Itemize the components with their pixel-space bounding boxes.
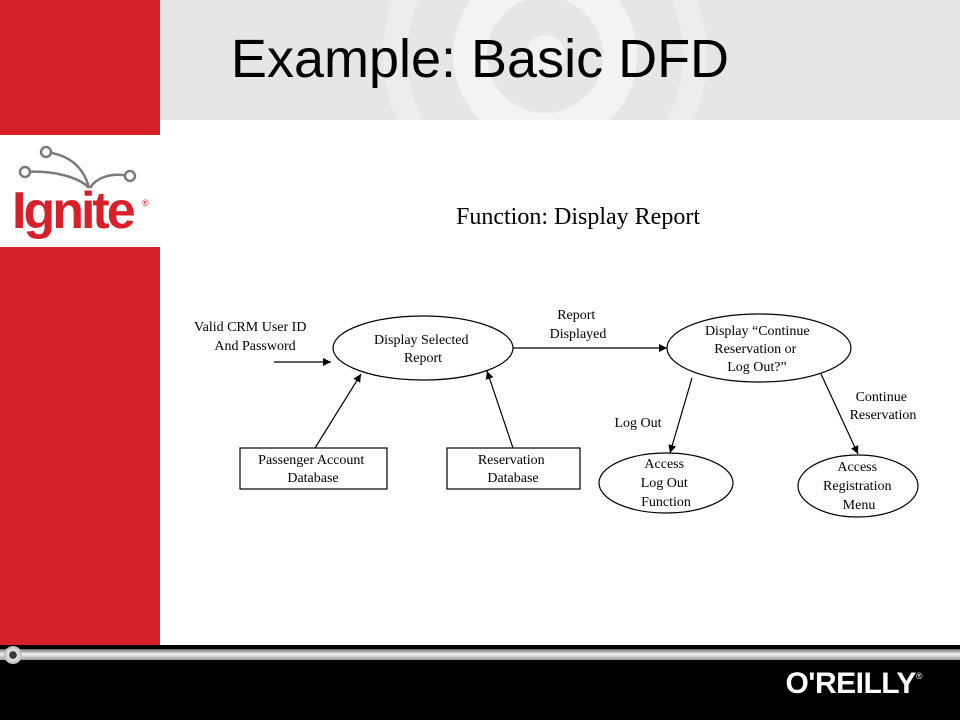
process-access-registration bbox=[797, 454, 919, 518]
sidebar-red-top bbox=[0, 0, 160, 135]
flow-reservation-to-display-arrow bbox=[485, 370, 514, 449]
flow-continue-reservation-label: Continue Reservation bbox=[850, 390, 917, 423]
process-access-logout-label: Access Log Out Function bbox=[641, 457, 692, 510]
process-access-logout bbox=[598, 452, 734, 514]
footer-chrome-line bbox=[0, 649, 960, 660]
store-passenger-account-label: Passenger Account Database bbox=[258, 453, 368, 486]
ignite-network-icon bbox=[18, 145, 137, 189]
sidebar-red-bottom bbox=[0, 247, 160, 645]
header-band bbox=[160, 0, 960, 120]
flow-passenger-to-display-arrow bbox=[314, 373, 362, 449]
logo-panel bbox=[0, 135, 160, 247]
store-reservation-label: Reservation Database bbox=[478, 453, 548, 486]
oreilly-logo-text: O'REILLY bbox=[785, 667, 916, 700]
store-passenger-account bbox=[239, 447, 388, 490]
store-reservation bbox=[446, 447, 581, 490]
ignite-logo-reg: ® bbox=[142, 198, 149, 208]
flow-input-label: Valid CRM User ID And Password bbox=[194, 320, 310, 354]
diagram-heading: Function: Display Report bbox=[456, 204, 700, 230]
flow-log-out-arrow bbox=[668, 377, 693, 454]
process-display-selected-report bbox=[332, 315, 514, 381]
flow-report-displayed-label: Report Displayed bbox=[550, 308, 607, 342]
oreilly-logo: O'REILLY® bbox=[785, 667, 922, 701]
ignite-logo: Ignite ® bbox=[12, 145, 149, 240]
flow-continue-reservation-arrow bbox=[820, 373, 859, 455]
process-access-registration-label: Access Registration Menu bbox=[823, 460, 895, 513]
process-display-selected-report-label: Display Selected Report bbox=[374, 333, 472, 366]
process-display-continue-label: Display “Continue Reservation or Log Out… bbox=[705, 324, 813, 375]
flow-log-out-label: Log Out bbox=[614, 416, 661, 431]
header-swirl-decoration bbox=[383, 0, 707, 120]
footer-knob-icon bbox=[4, 646, 22, 664]
ignite-logo-text: Ignite bbox=[12, 182, 135, 240]
slide-title: Example: Basic DFD bbox=[230, 29, 730, 89]
oreilly-logo-reg: ® bbox=[915, 671, 923, 681]
